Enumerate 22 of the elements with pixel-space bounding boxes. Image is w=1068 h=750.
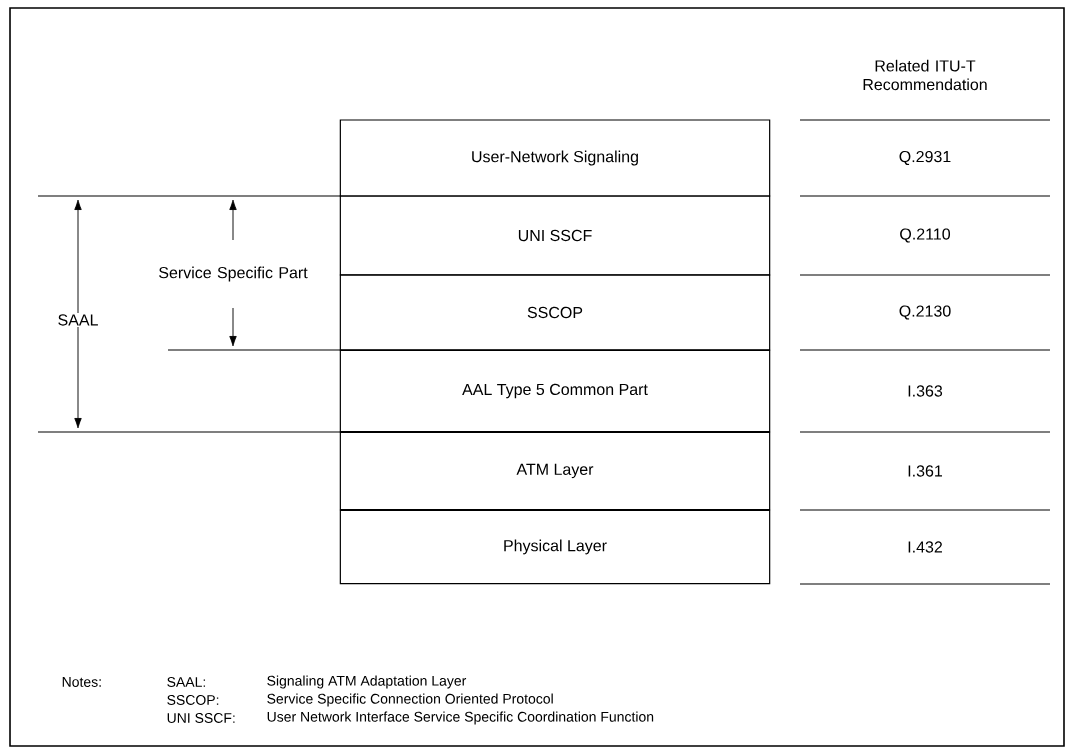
notes-text: User Network Interface Service Specific Coordination Function — [265, 710, 656, 726]
recommendation-label: Q.2110 — [898, 227, 952, 244]
recommendation-label: I.363 — [905, 384, 945, 398]
recommendation-label: I.361 — [905, 464, 945, 478]
notes-text: SSCOP: — [165, 693, 221, 707]
notes-text: Signaling ATM Adaptation Layer — [265, 674, 468, 690]
layer-box: UNI SSCF — [339, 195, 771, 276]
layer-box: User-Network Signaling — [339, 119, 771, 197]
layer-box: SSCOP — [339, 274, 771, 351]
recommendation-label: I.432 — [905, 540, 945, 554]
recommendation-label: Q.2130 — [897, 304, 953, 321]
notes-text: UNI SSCF: — [165, 711, 238, 725]
notes-text: Notes: — [60, 675, 104, 689]
layer-box: AAL Type 5 Common Part — [339, 349, 771, 433]
column-heading: Related ITU-T Recommendation — [849, 58, 1001, 92]
dimension-label: SAAL — [56, 313, 100, 327]
layer-box: Physical Layer — [339, 509, 771, 585]
recommendation-label: Q.2931 — [897, 149, 953, 167]
dimension-label: Service Specific Part — [151, 265, 315, 283]
notes-text: Service Specific Connection Oriented Protocol — [265, 692, 556, 708]
notes-text: SAAL: — [165, 675, 208, 689]
layer-box: ATM Layer — [339, 431, 771, 511]
